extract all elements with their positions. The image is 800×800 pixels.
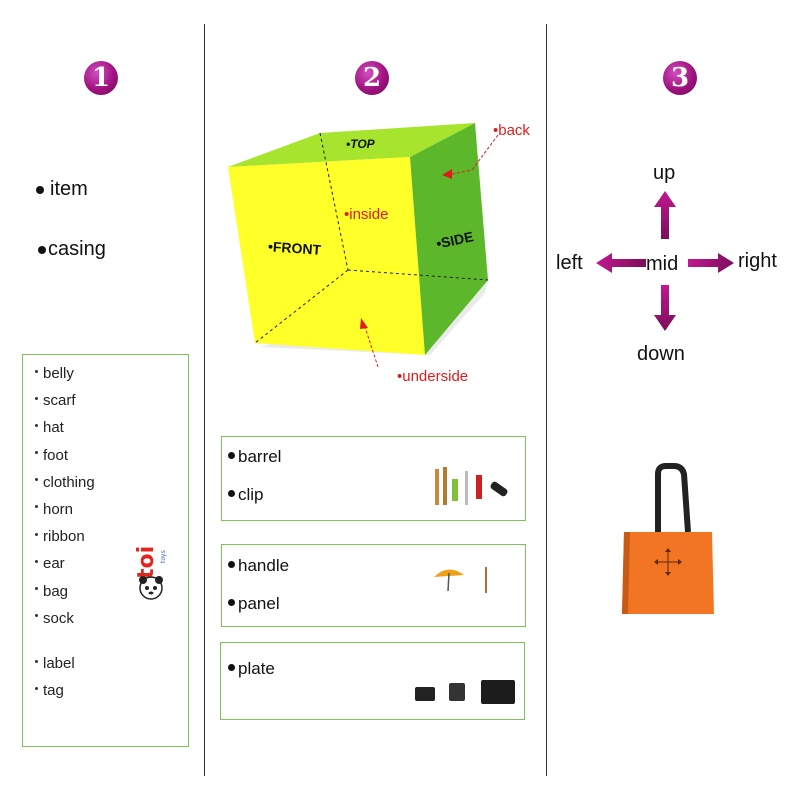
list-item: clothing	[35, 474, 95, 501]
list-item: bag	[35, 583, 95, 610]
umbrella-icon	[434, 567, 487, 593]
list-item: hat	[35, 419, 95, 446]
term-plate: plate	[228, 659, 275, 679]
list-item: horn	[35, 501, 95, 528]
parts-list: belly scarf hat foot clothing horn ribbo…	[35, 365, 95, 637]
arrow-up-icon	[654, 191, 676, 239]
term-item-label: item	[50, 178, 88, 200]
term-item: item	[36, 178, 88, 201]
pens-box: barrel clip	[221, 436, 526, 521]
cube-top-face	[228, 123, 475, 167]
list-item: belly	[35, 365, 95, 392]
arrow-left-icon	[596, 253, 646, 273]
list-item: scarf	[35, 392, 95, 419]
bullet	[36, 185, 44, 194]
plate-box: plate	[220, 642, 525, 720]
pens-icon	[435, 467, 508, 505]
cube-diagram	[228, 123, 499, 368]
column-divider-1	[204, 24, 205, 776]
step-badge-2: 2	[355, 61, 389, 95]
arrow-down-icon	[654, 285, 676, 331]
list-item: tag	[35, 682, 75, 709]
direction-mid-label: mid	[646, 253, 679, 275]
list-item: sock	[35, 610, 95, 637]
list-item: foot	[35, 447, 95, 474]
term-clip: clip	[228, 485, 264, 505]
tote-bag-icon	[622, 463, 714, 614]
cube-back-label: •back	[493, 122, 530, 139]
arrow-right-icon	[688, 253, 734, 273]
step-badge-1: 1	[84, 61, 118, 95]
cube-top-label: •TOP	[346, 137, 375, 151]
svg-text:toys: toys	[160, 550, 167, 563]
cases-icon	[415, 680, 515, 704]
bullet	[38, 245, 46, 254]
parts-list-2: label tag	[35, 655, 75, 709]
term-barrel: barrel	[228, 447, 281, 467]
direction-left-label: left	[556, 252, 583, 274]
column-divider-2	[546, 24, 547, 776]
cube-underside-label: •underside	[397, 368, 469, 385]
term-panel: panel	[228, 594, 280, 614]
svg-text:toi: toi	[134, 546, 159, 579]
umbrella-box: handle panel	[221, 544, 526, 627]
list-item: label	[35, 655, 75, 682]
term-casing: casing	[38, 238, 106, 261]
parts-list-box: belly scarf hat foot clothing horn ribbo…	[22, 354, 189, 747]
direction-up-label: up	[653, 162, 676, 184]
term-casing-label: casing	[48, 238, 106, 260]
cube-inside-label: •inside	[344, 206, 389, 223]
term-handle: handle	[228, 556, 289, 576]
toy-logo-icon: toi toys	[134, 546, 167, 600]
list-item: ribbon	[35, 528, 95, 555]
direction-down-label: down	[637, 343, 685, 365]
list-item: ear	[35, 555, 95, 582]
step-badge-3: 3	[663, 61, 697, 95]
cube-side-face	[410, 123, 488, 355]
direction-right-label: right	[738, 250, 777, 272]
cube-front-face	[228, 157, 425, 355]
direction-arrows	[596, 191, 734, 331]
